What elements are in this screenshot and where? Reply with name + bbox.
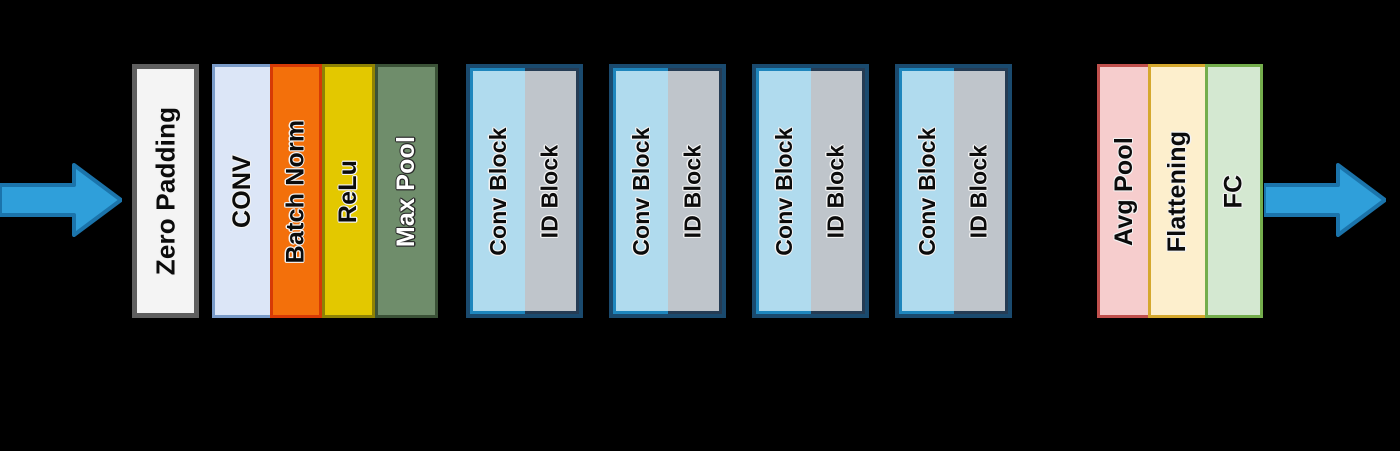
stage-residual-1[interactable]: Conv Block ID Block xyxy=(466,64,583,318)
block-label: Avg Pool xyxy=(1109,136,1138,246)
block-avg-pool[interactable]: Avg Pool xyxy=(1097,64,1148,318)
block-id-block[interactable]: ID Block xyxy=(667,68,722,314)
block-id-block[interactable]: ID Block xyxy=(524,68,579,314)
block-max-pool[interactable]: Max Pool xyxy=(375,64,438,318)
block-label: ID Block xyxy=(965,144,992,238)
block-label: Flattening xyxy=(1163,130,1192,252)
stage-residual-3[interactable]: Conv Block ID Block xyxy=(752,64,869,318)
block-id-block[interactable]: ID Block xyxy=(810,68,865,314)
block-label: ID Block xyxy=(679,144,706,238)
stage-tail[interactable]: Avg Pool Flattening FC xyxy=(1097,64,1263,318)
block-conv[interactable]: CONV xyxy=(212,64,270,318)
block-batch-norm[interactable]: Batch Norm xyxy=(270,64,322,318)
block-label: Conv Block xyxy=(485,126,512,256)
stage-residual-4[interactable]: Conv Block ID Block xyxy=(895,64,1012,318)
block-conv-block[interactable]: Conv Block xyxy=(899,68,954,314)
block-id-block[interactable]: ID Block xyxy=(953,68,1008,314)
block-conv-block[interactable]: Conv Block xyxy=(613,68,668,314)
output-arrow xyxy=(1264,163,1386,237)
block-label: ReLu xyxy=(334,159,362,223)
block-relu[interactable]: ReLu xyxy=(322,64,375,318)
block-label: FC xyxy=(1219,174,1248,208)
stage-zero-padding[interactable]: Zero Padding xyxy=(132,64,199,318)
block-label: ID Block xyxy=(822,144,849,238)
block-label: Zero Padding xyxy=(150,106,181,276)
block-conv-block[interactable]: Conv Block xyxy=(470,68,525,314)
stage-residual-2[interactable]: Conv Block ID Block xyxy=(609,64,726,318)
block-flattening[interactable]: Flattening xyxy=(1148,64,1205,318)
block-label: Batch Norm xyxy=(281,119,310,263)
block-zero-padding[interactable]: Zero Padding xyxy=(137,69,194,313)
block-label: ID Block xyxy=(536,144,563,238)
block-fc[interactable]: FC xyxy=(1205,64,1263,318)
block-conv-block[interactable]: Conv Block xyxy=(756,68,811,314)
block-label: Conv Block xyxy=(771,126,798,256)
block-label: Conv Block xyxy=(628,126,655,256)
input-arrow xyxy=(0,163,122,237)
stage-conv[interactable]: CONV Batch Norm ReLu Max Pool xyxy=(212,64,438,318)
block-label: Max Pool xyxy=(392,135,420,247)
block-label: CONV xyxy=(228,154,256,228)
block-label: Conv Block xyxy=(914,126,941,256)
